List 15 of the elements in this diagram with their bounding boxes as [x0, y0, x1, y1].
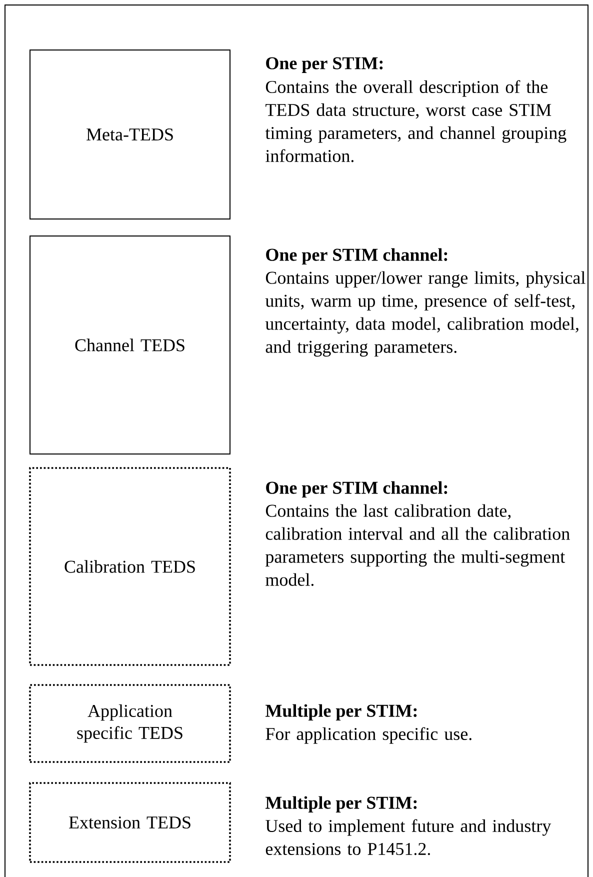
description-text: Contains the overall description of the TEDS data structure, worst case STIM timing parameters, and channel grouping information.	[265, 80, 566, 162]
description-text: For application specific use.	[266, 727, 472, 744]
description-heading: One per STIM channel:	[266, 248, 448, 265]
description-text: Contains upper/lower range limits, physical units, warm up time, presence of self-test, uncertainty, data model, calibration model, and triggering parameters.	[265, 271, 586, 357]
box: Meta-TEDS	[30, 50, 230, 220]
description-heading: One per STIM:	[266, 57, 383, 73]
description-text: Contains the last calibration date, calibration interval and all the calibration parameters supporting the multi-segment model.	[265, 504, 570, 586]
description-text: Used to implement future and industry extensions to P1451.2.	[266, 819, 552, 856]
dotted-box: Extension TEDS	[29, 782, 231, 863]
description-heading: One per STIM channel:	[266, 481, 448, 498]
description-heading: Multiple per STIM:	[266, 704, 417, 721]
description-heading: Multiple per STIM:	[266, 796, 417, 813]
dotted-box: Calibration TEDS	[29, 467, 231, 666]
dotted-box: Application specific TEDS	[29, 684, 231, 763]
box: Channel TEDS	[30, 236, 230, 454]
